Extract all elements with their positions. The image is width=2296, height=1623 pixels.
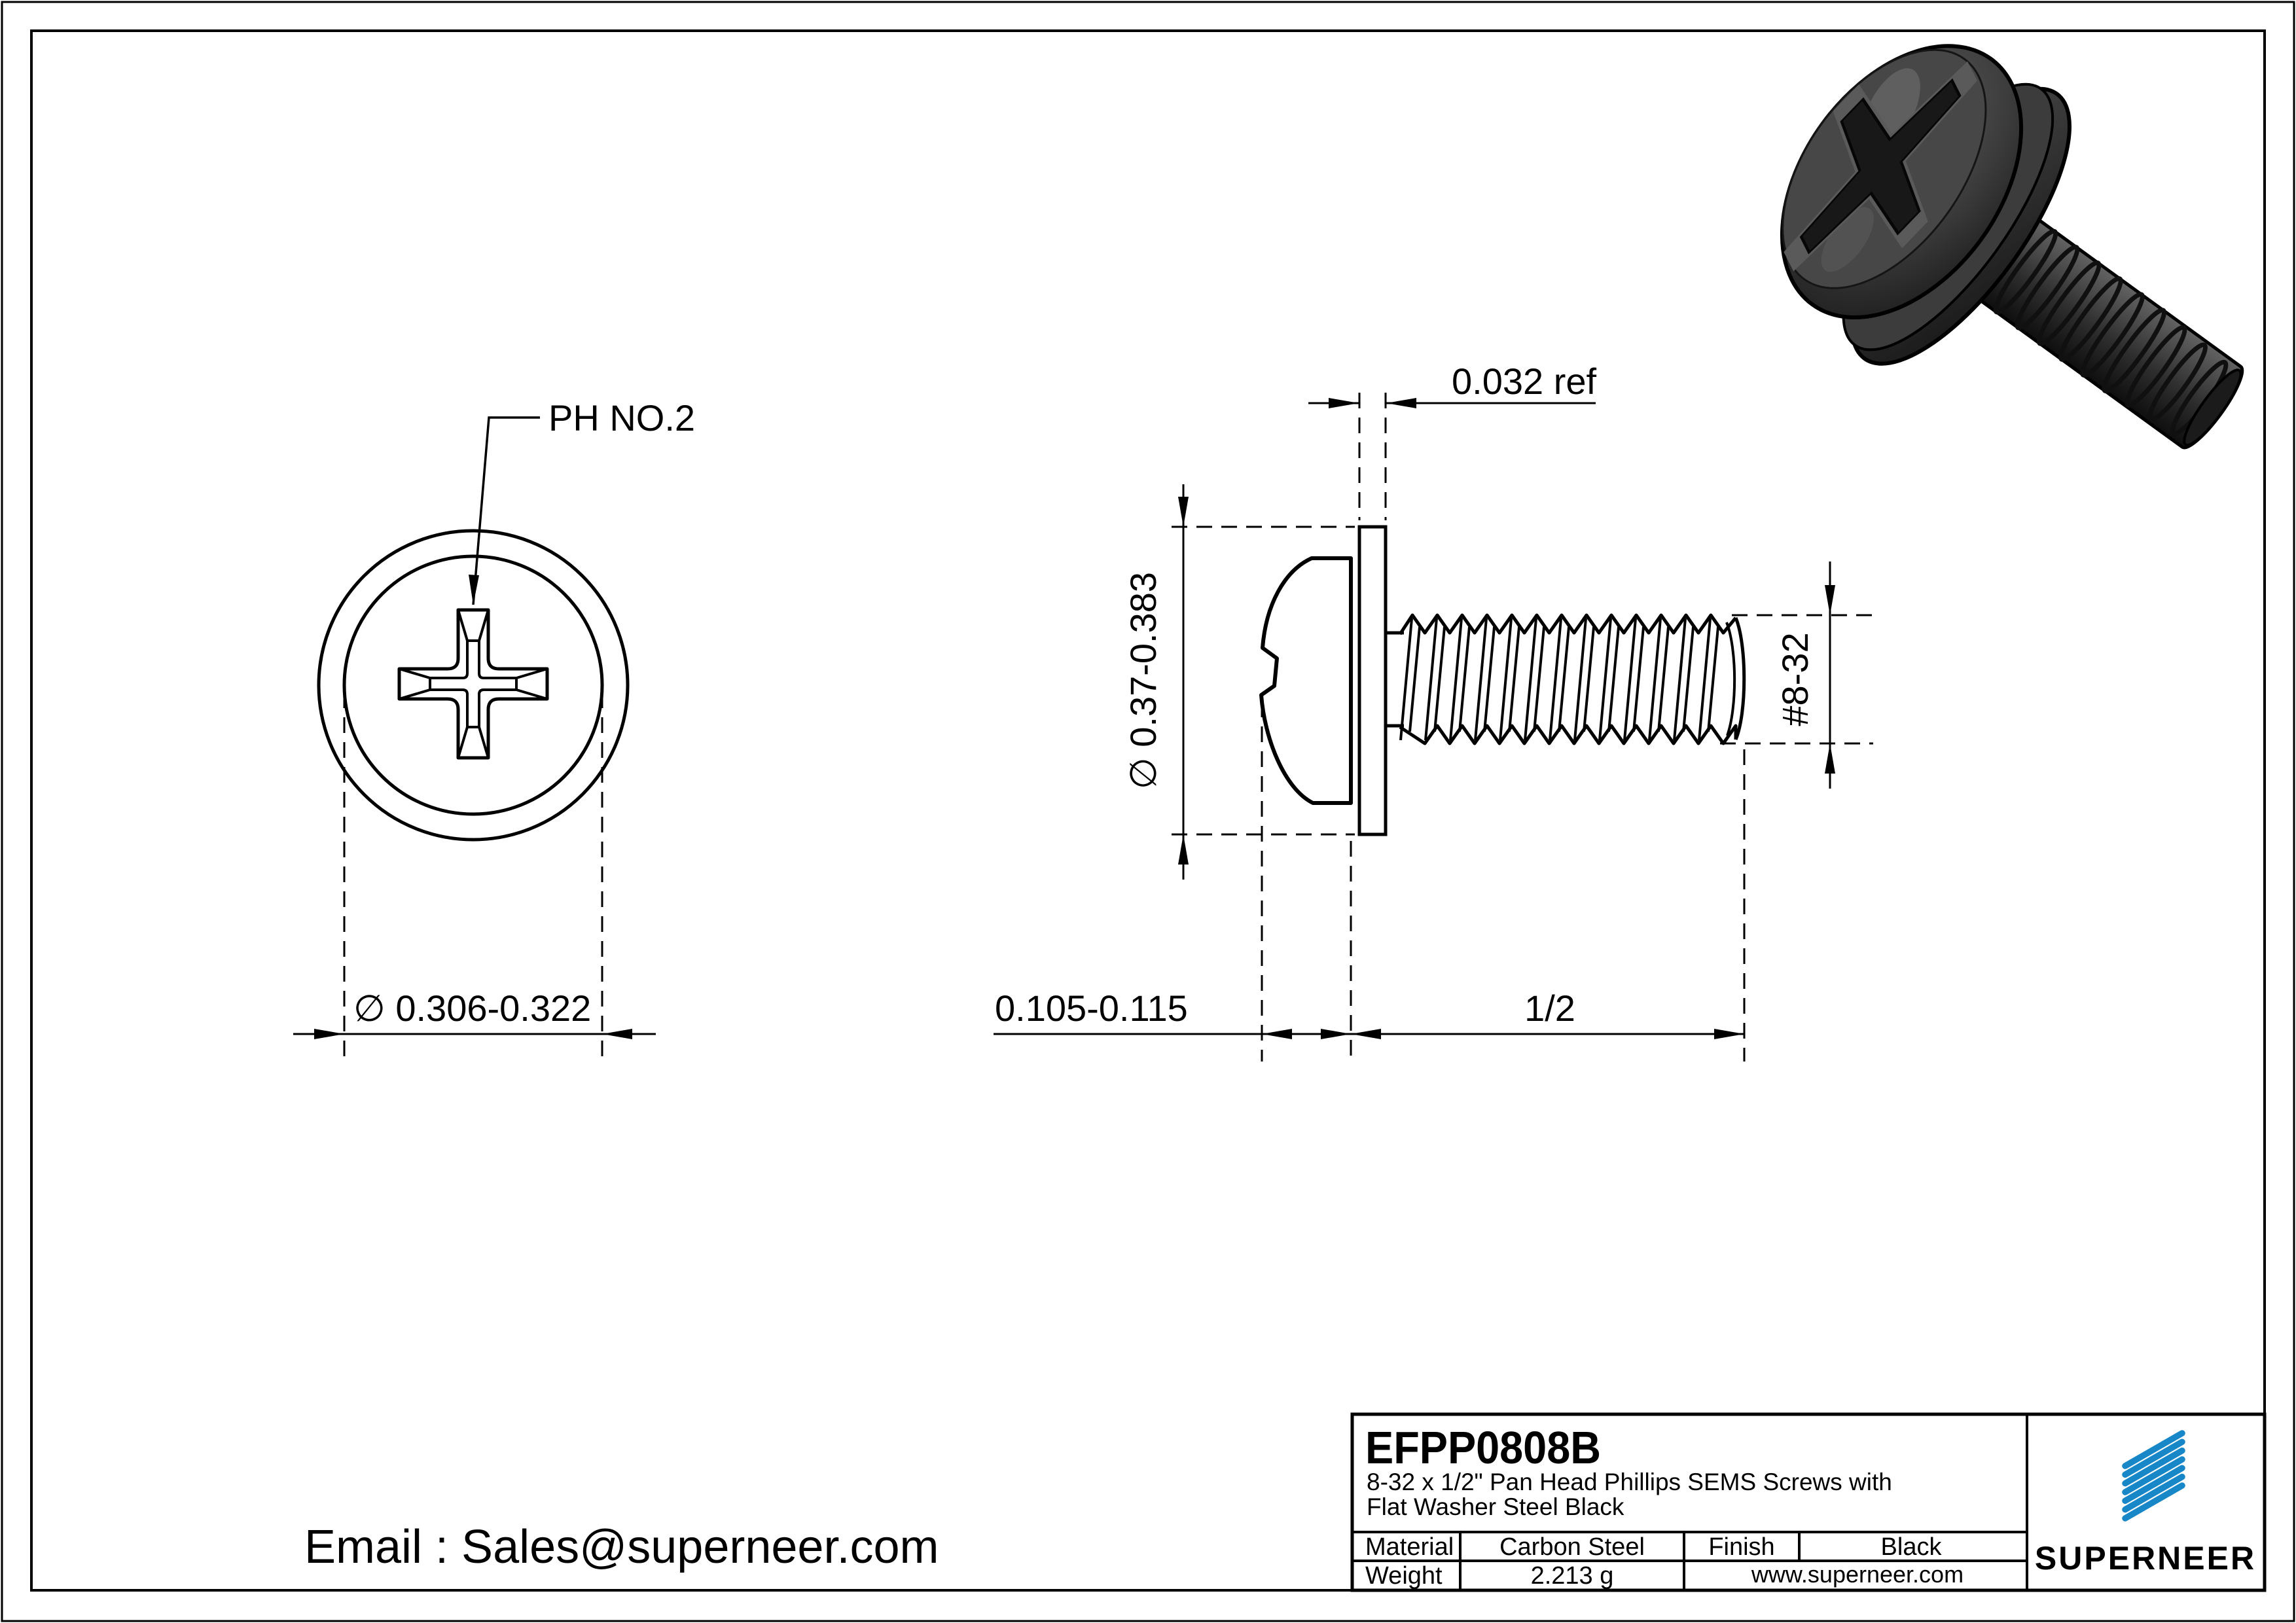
side-view: 0.032 ref ∅ 0.37-0.383 #8-32	[994, 361, 1873, 1061]
dim-arrowhead-icon	[1178, 834, 1189, 865]
flat-washer-profile	[1357, 525, 1388, 836]
thread-size-text: #8-32	[1774, 632, 1816, 726]
head-outline-circle	[342, 554, 604, 816]
dim-arrowhead-icon	[1321, 1029, 1351, 1039]
finish-label: Finish	[1708, 1533, 1774, 1561]
recess-leader: PH NO.2	[469, 397, 695, 605]
superneer-logo-icon	[2122, 1430, 2185, 1522]
dim-arrowhead-icon	[1329, 398, 1359, 408]
washer-thickness-text: 0.032 ref	[1452, 361, 1596, 402]
product-photo	[1780, 44, 2244, 450]
phillips-recess-3d-icon	[1784, 61, 1977, 272]
length-dimensions: 0.105-0.115 1/2	[994, 702, 1746, 1061]
shank-root	[1386, 631, 1404, 728]
dim-arrowhead-icon	[314, 1029, 344, 1039]
description-line2: Flat Washer Steel Black	[1367, 1493, 1624, 1520]
dim-arrowhead-icon	[602, 1029, 632, 1039]
finish-value: Black	[1881, 1533, 1943, 1561]
phillips-recess-icon	[397, 608, 549, 760]
head-height-text: 0.105-0.115	[995, 988, 1188, 1029]
recess-label: PH NO.2	[548, 397, 695, 438]
dim-arrowhead-icon	[1351, 1029, 1381, 1039]
washer-outline-circle	[317, 529, 630, 842]
weight-label: Weight	[1365, 1562, 1443, 1590]
pan-head-profile	[1259, 556, 1353, 805]
washer-od-dimension: ∅ 0.37-0.383	[1122, 484, 1355, 880]
leader-arrowhead-icon	[469, 575, 479, 605]
title-block: EFPP0808B 8-32 x 1/2" Pan Head Phillips …	[1350, 1412, 2267, 1592]
part-number: EFPP0808B	[1365, 1422, 1601, 1473]
front-diameter-text: ∅ 0.306-0.322	[353, 988, 591, 1029]
website-link[interactable]: www.superneer.com	[1751, 1561, 1964, 1588]
washer-od-text: ∅ 0.37-0.383	[1122, 572, 1164, 789]
dim-arrowhead-icon	[1262, 1029, 1292, 1039]
dim-arrowhead-icon	[1825, 585, 1835, 615]
dim-arrowhead-icon	[1825, 743, 1835, 774]
front-diameter-dimension: ∅ 0.306-0.322	[293, 692, 656, 1061]
weight-value: 2.213 g	[1531, 1562, 1614, 1590]
brand-name: SUPERNEER	[2035, 1540, 2256, 1577]
washer-thickness-dimension: 0.032 ref	[1308, 361, 1596, 520]
thread-profile	[1398, 613, 1746, 745]
material-value: Carbon Steel	[1499, 1533, 1645, 1561]
dim-arrowhead-icon	[1714, 1029, 1744, 1039]
description-line1: 8-32 x 1/2" Pan Head Phillips SEMS Screw…	[1367, 1469, 1892, 1495]
dim-arrowhead-icon	[1386, 398, 1416, 408]
dim-arrowhead-icon	[1178, 497, 1189, 527]
thread-size-dimension: #8-32	[1720, 562, 1873, 789]
material-label: Material	[1365, 1533, 1454, 1561]
email-text: Email : Sales@superneer.com	[304, 1521, 939, 1573]
thread-length-text: 1/2	[1524, 988, 1575, 1029]
front-view: PH NO.2 ∅ 0.306-0.322	[293, 397, 695, 1061]
